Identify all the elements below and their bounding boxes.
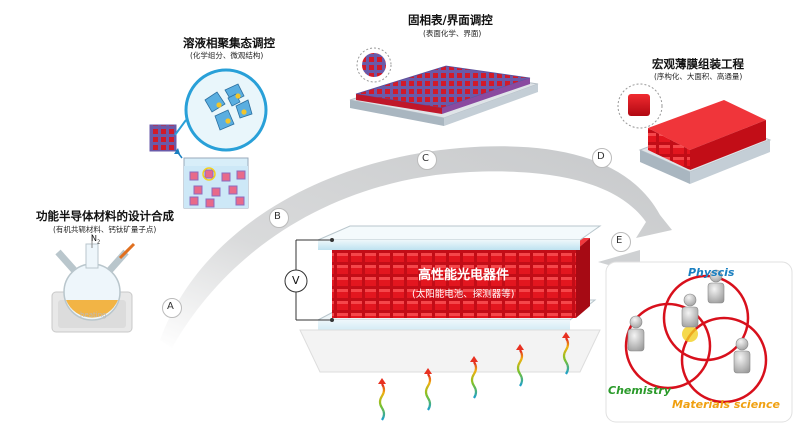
step-b-label: B xyxy=(274,211,281,222)
device-subtitle: (太阳能电池、探测器等) xyxy=(412,289,515,300)
solid-subtitle: (表面化学、界面) xyxy=(423,29,482,38)
macro-film xyxy=(617,83,772,184)
step-e-marker xyxy=(611,232,631,252)
step-e-label: E xyxy=(616,235,623,246)
step-c-label: C xyxy=(422,153,429,164)
step-d-marker xyxy=(592,148,612,168)
solution-subtitle: (化学组分、微观结构) xyxy=(190,51,264,60)
design-subtitle: (有机共轭材料、钙钛矿量子点) xyxy=(53,225,157,234)
solid-title: 固相表/界面调控 xyxy=(408,13,493,27)
discipline-venn xyxy=(605,261,793,423)
heating-label: heating xyxy=(80,311,107,319)
macro-subtitle: (序构化、大面积、高通量) xyxy=(654,72,743,81)
light-arrowheads xyxy=(378,332,570,384)
step-b-marker xyxy=(269,208,289,228)
device-stack xyxy=(284,225,602,373)
solution-beaker xyxy=(149,124,249,209)
nitrogen-label: N2 xyxy=(91,234,101,246)
solution-title: 溶液相聚集态调控 xyxy=(183,36,275,50)
step-a-marker xyxy=(162,298,182,318)
crystal-structure-zoom xyxy=(174,68,268,152)
device-title: 高性能光电器件 xyxy=(418,268,510,283)
voltmeter-label: V xyxy=(292,274,300,287)
materials-label: Materials science xyxy=(672,398,780,411)
design-title: 功能半导体材料的设计合成 xyxy=(36,209,174,223)
step-a-label: A xyxy=(167,301,174,312)
step-d-label: D xyxy=(597,151,605,162)
step-c-marker xyxy=(417,150,437,170)
synthesis-flask xyxy=(51,234,136,333)
incident-light xyxy=(378,337,570,421)
solid-phase-film xyxy=(349,47,539,126)
physics-label: Physcis xyxy=(688,266,735,279)
chemistry-label: Chemistry xyxy=(608,384,671,397)
macro-title: 宏观薄膜组装工程 xyxy=(652,57,744,71)
